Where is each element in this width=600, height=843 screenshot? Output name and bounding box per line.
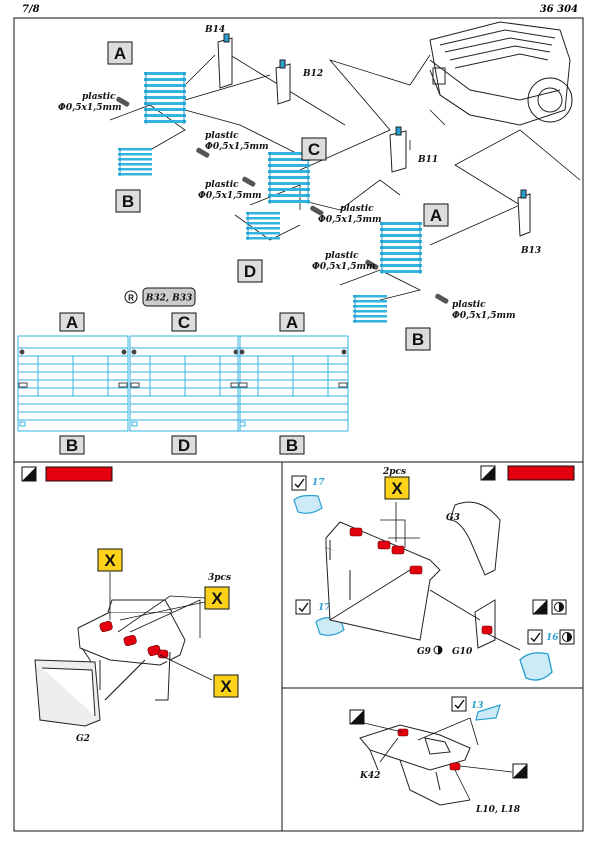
text-label: B [412, 330, 424, 349]
engine-block-illustration [429, 21, 573, 126]
x-tag-left-3: X [213, 674, 239, 698]
etched-part-13 [475, 704, 501, 721]
grille-b-top [117, 147, 153, 177]
text-label: A [114, 44, 126, 63]
text-label: X [220, 677, 232, 696]
plastic-label-5: plastic [325, 251, 359, 261]
grille-d [245, 211, 281, 241]
paint-icons-g9 [433, 599, 567, 655]
paint-swatch-left [45, 466, 113, 482]
dashboard-assembly: G3 [325, 501, 501, 649]
bracket-b13 [517, 193, 531, 237]
paint-icon-right [480, 465, 496, 481]
bracket-b12 [275, 63, 291, 105]
plastic-size-6: Φ0,5x1,5mm [452, 311, 516, 321]
check-step-13: 13 [451, 696, 484, 712]
plastic-label-2: plastic [205, 131, 239, 141]
count-2pcs: 2pcs [382, 467, 406, 477]
label-g2: G2 [76, 734, 90, 744]
plastic-label-3: plastic [205, 180, 239, 190]
plastic-label-6: plastic [452, 300, 486, 310]
etched-part-17-top [293, 494, 323, 514]
count-3pcs: 3pcs [208, 573, 231, 583]
text-label: C [308, 140, 320, 159]
text-label: B [286, 436, 298, 455]
plastic-label-1: plastic [82, 92, 116, 102]
paint-icon-k42 [349, 709, 365, 725]
red-paint-parts-left [99, 620, 169, 659]
text-label: X [104, 551, 116, 570]
plastic-size-2: Φ0,5x1,5mm [205, 142, 269, 152]
text-label: A [286, 313, 298, 332]
label-g9: G9 [417, 647, 432, 657]
grille-a-top [143, 71, 187, 125]
text-label: B32, B33 [145, 294, 193, 304]
paint-icon-left [21, 466, 37, 482]
reference-note: R B32, B33 [124, 287, 196, 307]
text-label: 17 [318, 603, 331, 613]
check-step-17-mid: 17 [295, 599, 331, 615]
bracket-b11 [389, 130, 407, 173]
paint-swatch-right [507, 465, 575, 481]
etched-part-16 [519, 652, 553, 681]
label-box-a-1: A [107, 41, 133, 65]
x-tag-left-2: X [204, 586, 230, 610]
text-label: B [66, 436, 78, 455]
red-paint-parts-right [349, 527, 493, 635]
kit-code: 36 304 [539, 4, 578, 15]
label-b14: B14 [204, 25, 225, 35]
plastic-size-1: Φ0,5x1,5mm [58, 103, 122, 113]
label-g10: G10 [452, 647, 473, 657]
plastic-pin-6 [434, 293, 450, 305]
text-label: 13 [471, 701, 484, 711]
flat-sheet-a-b-2: A B [237, 312, 349, 455]
paint-icon-l10 [512, 763, 528, 779]
label-k42: K42 [359, 771, 380, 781]
page-number: 7/8 [22, 4, 40, 15]
text-label: D [178, 436, 190, 455]
text-label: D [244, 262, 256, 281]
bracket-b14 [217, 37, 233, 89]
text-label: X [391, 479, 403, 498]
plastic-size-3: Φ0,5x1,5mm [198, 191, 262, 201]
label-box-a-2: A [423, 203, 449, 227]
check-step-17-top: 17 [291, 475, 325, 491]
label-box-d: D [237, 259, 263, 283]
text-label: 17 [312, 478, 325, 488]
flat-sheet-c-d: C D [129, 312, 241, 455]
red-paint-parts-lower [397, 728, 461, 771]
x-tag-left-1: X [97, 548, 123, 572]
text-label: X [211, 589, 223, 608]
label-box-c: C [301, 137, 327, 161]
plastic-pin-3 [241, 176, 257, 188]
label-l10-l18: L10, L18 [475, 805, 521, 815]
text-label: A [66, 313, 78, 332]
text-label: B [122, 192, 134, 211]
text-label: A [430, 206, 442, 225]
svg-text:R: R [128, 294, 134, 303]
plastic-label-4: plastic [340, 204, 374, 214]
plastic-size-5: Φ0,5x1,5mm [312, 262, 376, 272]
plastic-size-4: Φ0,5x1,5mm [318, 215, 382, 225]
grille-a-right [379, 221, 423, 275]
label-g3: G3 [446, 513, 460, 523]
label-box-b-1: B [115, 189, 141, 213]
label-b11: B11 [417, 155, 438, 165]
x-tag-right: X [384, 476, 410, 500]
flat-sheet-a-b: A B [17, 312, 129, 455]
label-b12: B12 [302, 69, 323, 79]
text-label: C [178, 313, 190, 332]
seat-frame-assembly [359, 724, 471, 806]
label-b13: B13 [520, 246, 541, 256]
check-step-16: 16 [527, 629, 575, 645]
text-label: 16 [546, 633, 559, 643]
label-box-b-2: B [405, 327, 431, 351]
